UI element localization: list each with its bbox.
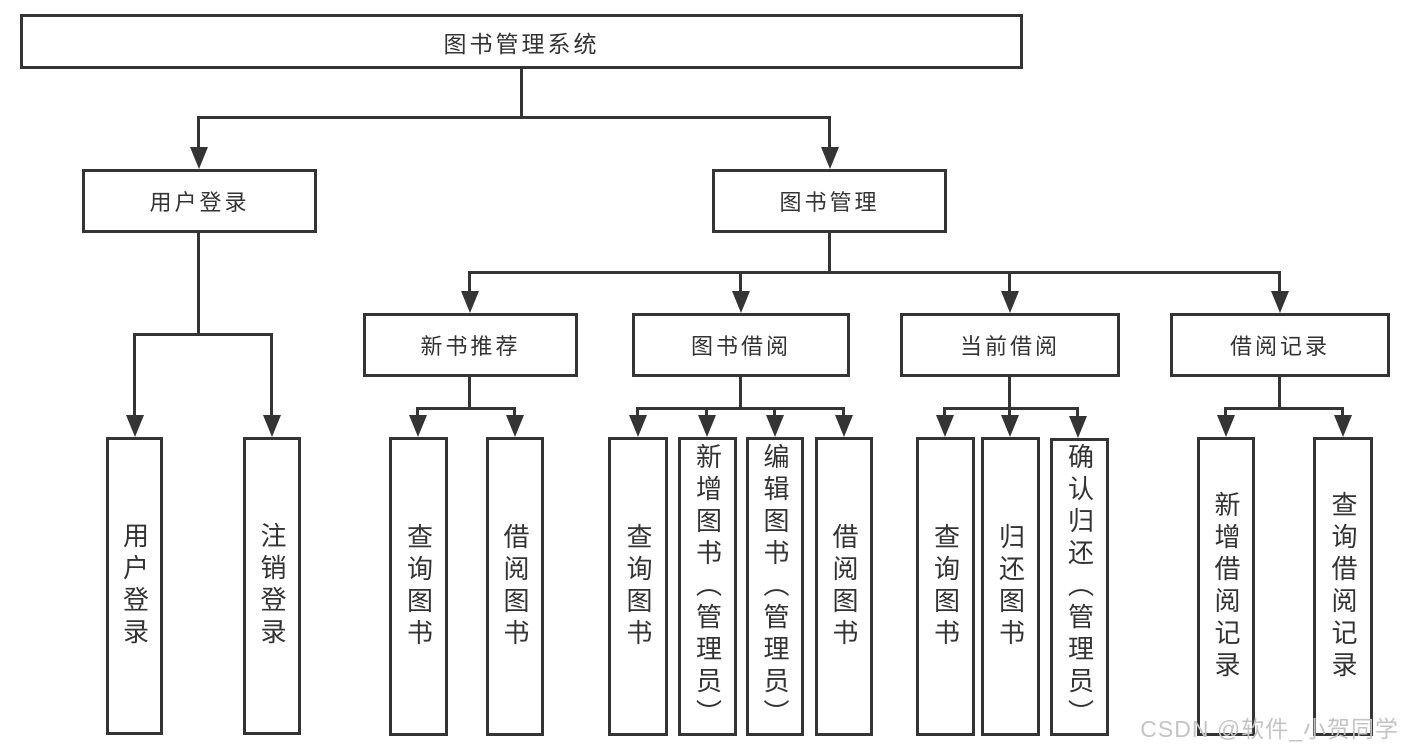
arrow-down-icon: [126, 415, 144, 437]
connector-line: [739, 271, 742, 294]
arrow-down-icon: [1069, 416, 1087, 438]
connector-line: [636, 407, 639, 418]
node-library-system: 图书管理系统: [20, 14, 1023, 69]
connector-line: [416, 407, 516, 410]
arrow-down-icon: [1271, 291, 1289, 313]
arrow-down-icon: [1001, 415, 1019, 437]
connector-line: [416, 407, 419, 418]
connector-line: [943, 407, 1079, 410]
leaf-add-book-admin: 新增图书（管理员）: [678, 437, 737, 736]
connector-line: [1076, 407, 1079, 418]
watermark-text: CSDN @软件_小贺同学: [1140, 716, 1399, 742]
leaf-edit-book-admin: 编辑图书（管理员）: [746, 437, 804, 736]
arrow-down-icon: [766, 415, 784, 437]
connector-line: [197, 116, 200, 150]
connector-line: [828, 116, 831, 150]
arrow-down-icon: [835, 415, 853, 437]
connector-line: [468, 271, 1281, 274]
connector-line: [1224, 407, 1344, 410]
arrow-down-icon: [409, 415, 427, 437]
connector-line: [133, 333, 273, 336]
arrow-down-icon: [461, 291, 479, 313]
leaf-borrow-book-recommend: 借阅图书: [486, 437, 544, 736]
leaf-logout: 注销登录: [243, 437, 301, 735]
connector-line: [1008, 271, 1011, 294]
node-book-management: 图书管理: [712, 169, 947, 233]
connector-line: [1008, 377, 1011, 410]
leaf-query-book-current: 查询图书: [916, 437, 975, 736]
leaf-return-book: 归还图书: [981, 437, 1040, 736]
connector-line: [1008, 407, 1011, 418]
leaf-query-book-borrow: 查询图书: [608, 437, 668, 736]
connector-line: [468, 271, 471, 294]
arrow-down-icon: [698, 415, 716, 437]
leaf-confirm-return-admin: 确认归还（管理员）: [1050, 438, 1109, 736]
connector-line: [739, 377, 742, 410]
leaf-query-book-recommend: 查询图书: [389, 437, 448, 736]
arrow-down-icon: [190, 147, 208, 169]
connector-line: [1278, 377, 1281, 410]
arrow-down-icon: [732, 291, 750, 313]
connector-line: [513, 407, 516, 418]
arrow-down-icon: [821, 147, 839, 169]
connector-line: [943, 407, 946, 418]
connector-line: [1278, 271, 1281, 294]
connector-line: [197, 233, 200, 336]
node-user-login: 用户登录: [82, 169, 317, 233]
connector-line: [133, 333, 136, 418]
connector-line: [705, 407, 708, 418]
connector-line: [520, 69, 523, 119]
connector-line: [197, 116, 831, 119]
connector-line: [842, 407, 845, 418]
connector-line: [270, 333, 273, 418]
connector-line: [636, 407, 845, 410]
leaf-query-borrow-record: 查询借阅记录: [1313, 437, 1373, 736]
connector-line: [468, 377, 471, 410]
arrow-down-icon: [1001, 291, 1019, 313]
connector-line: [828, 233, 831, 274]
arrow-down-icon: [263, 415, 281, 437]
arrow-down-icon: [1217, 415, 1235, 437]
connector-line: [1341, 407, 1344, 418]
arrow-down-icon: [629, 415, 647, 437]
leaf-add-borrow-record: 新增借阅记录: [1197, 437, 1255, 736]
node-new-book-recommend: 新书推荐: [363, 313, 578, 377]
node-book-borrow: 图书借阅: [632, 313, 850, 377]
arrow-down-icon: [506, 415, 524, 437]
node-current-borrow: 当前借阅: [900, 313, 1120, 377]
leaf-user-login: 用户登录: [106, 437, 163, 735]
connector-line: [1224, 407, 1227, 418]
arrow-down-icon: [1334, 415, 1352, 437]
arrow-down-icon: [936, 415, 954, 437]
node-borrow-records: 借阅记录: [1170, 313, 1390, 377]
leaf-borrow-book: 借阅图书: [815, 437, 873, 736]
connector-line: [773, 407, 776, 418]
